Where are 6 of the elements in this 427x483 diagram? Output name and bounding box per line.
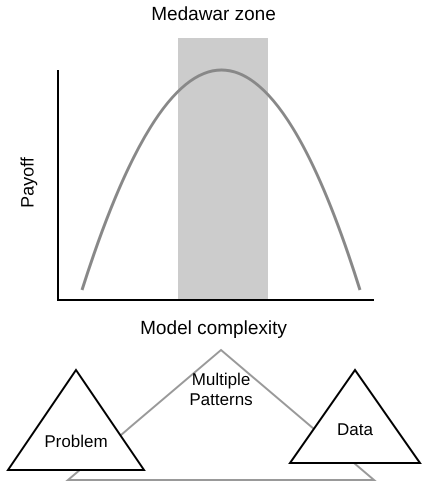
triangle-label: Multiple Patterns xyxy=(188,370,254,410)
chart-title: Medawar zone xyxy=(150,4,277,26)
axis-label: Model complexity xyxy=(139,318,288,340)
triangle-label: Problem xyxy=(43,432,109,452)
triangle-label: Data xyxy=(336,420,374,440)
axis-label: Payoff xyxy=(18,156,38,210)
